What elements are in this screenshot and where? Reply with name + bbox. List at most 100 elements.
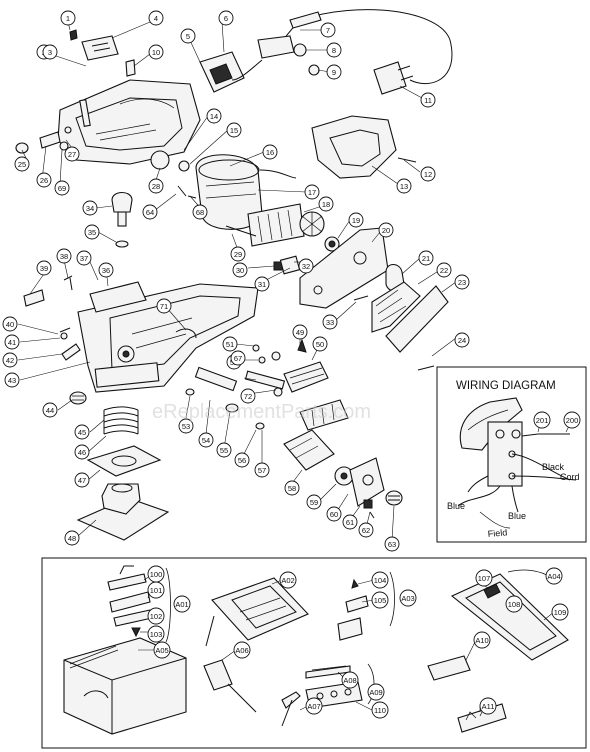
wiring-diagram-frame: [436, 366, 587, 543]
callout-circle: [153, 641, 171, 659]
callout-circle: [320, 22, 336, 38]
callout-25: 25: [14, 156, 30, 172]
wire-label-black: Black: [542, 462, 565, 472]
callout-number: 103: [150, 630, 163, 639]
callout-circle: [306, 494, 322, 510]
callout-number: A02: [281, 576, 294, 585]
callout-circle: [218, 10, 234, 26]
callout-22: 22: [436, 262, 452, 278]
callout-number: A11: [482, 702, 495, 711]
callout-32: 32: [298, 258, 314, 274]
callout-circle: [64, 530, 80, 546]
callout-circle: [371, 571, 389, 589]
callout-64: 64: [142, 204, 158, 220]
callout-circle: [298, 258, 314, 274]
callout-circle: [206, 108, 222, 124]
callout-15: 15: [226, 122, 242, 138]
accessory-callout-101: 101: [147, 581, 165, 599]
callout-number: 45: [78, 428, 86, 437]
accessory-callout-104: 104: [371, 571, 389, 589]
callout-53: 53: [178, 418, 194, 434]
callout-47: 47: [74, 472, 90, 488]
callout-circle: [42, 44, 58, 60]
callout-number: A06: [235, 646, 248, 655]
callout-number: 16: [266, 148, 274, 157]
callout-9: 9: [326, 64, 342, 80]
callout-20: 20: [378, 222, 394, 238]
callout-number: 71: [160, 302, 168, 311]
callout-55: 55: [216, 442, 232, 458]
accessories-panel: [41, 557, 587, 749]
callout-circle: [254, 462, 270, 478]
callout-number: 28: [152, 182, 160, 191]
callout-number: 11: [424, 96, 432, 105]
callout-number: 54: [202, 436, 210, 445]
accessory-callout-108: 108: [505, 595, 523, 613]
callout-number: 13: [400, 182, 408, 191]
callout-number: 35: [88, 228, 96, 237]
callout-number: 20: [382, 226, 390, 235]
callout-number: 10: [152, 48, 160, 57]
callout-circle: [505, 595, 523, 613]
callout-31: 31: [254, 276, 270, 292]
callout-circle: [420, 92, 436, 108]
callout-circle: [2, 316, 18, 332]
callout-circle: [82, 200, 98, 216]
accessory-callout-107: 107: [475, 569, 493, 587]
callout-circle: [284, 480, 300, 496]
callout-circle: [396, 178, 412, 194]
callout-circle: [192, 204, 208, 220]
callout-circle: [222, 336, 238, 352]
callout-60: 60: [326, 506, 342, 522]
callout-45: 45: [74, 424, 90, 440]
callout-36: 36: [98, 262, 114, 278]
wire-label-blue-left: Blue: [447, 501, 465, 511]
callout-circle: [84, 224, 100, 240]
callout-48: 48: [64, 530, 80, 546]
callout-57: 57: [254, 462, 270, 478]
callout-circle: [479, 697, 497, 715]
callout-circle: [454, 332, 470, 348]
wiring-callout-200: 200: [563, 411, 581, 429]
callout-number: 44: [46, 406, 54, 415]
callout-number: 101: [150, 586, 163, 595]
callout-circle: [74, 444, 90, 460]
callout-68: 68: [192, 204, 208, 220]
callout-circle: [358, 522, 374, 538]
callout-circle: [156, 298, 172, 314]
accessory-callout-a09: A09: [367, 683, 385, 701]
callout-number: 102: [150, 612, 163, 621]
callout-number: 63: [388, 540, 396, 549]
accessory-callout-110: 110: [371, 701, 389, 719]
callout-number: A09: [369, 688, 382, 697]
callout-number: 46: [78, 448, 86, 457]
callout-circle: [563, 411, 581, 429]
callout-number: 19: [352, 216, 360, 225]
accessory-callout-105: 105: [371, 591, 389, 609]
callout-circle: [384, 536, 400, 552]
callout-circle: [312, 336, 328, 352]
callout-5: 5: [180, 28, 196, 44]
callout-circle: [318, 196, 334, 212]
callout-number: 21: [422, 254, 430, 263]
callout-circle: [173, 595, 191, 613]
callout-circle: [326, 42, 342, 58]
callout-number: 107: [478, 574, 491, 583]
callout-42: 42: [2, 352, 18, 368]
callout-number: 62: [362, 526, 370, 535]
callout-number: 100: [150, 570, 163, 579]
callout-number: 39: [40, 264, 48, 273]
callout-49: 49: [292, 324, 308, 340]
callout-circle: [232, 262, 248, 278]
callout-51: 51: [222, 336, 238, 352]
callout-number: 108: [508, 600, 521, 609]
callout-1: 1: [60, 10, 76, 26]
accessory-callout-a01: A01: [173, 595, 191, 613]
callout-37: 37: [76, 250, 92, 266]
callout-circle: [147, 581, 165, 599]
callout-35: 35: [84, 224, 100, 240]
callout-number: 15: [230, 126, 238, 135]
callout-11: 11: [420, 92, 436, 108]
callout-circle: [142, 204, 158, 220]
